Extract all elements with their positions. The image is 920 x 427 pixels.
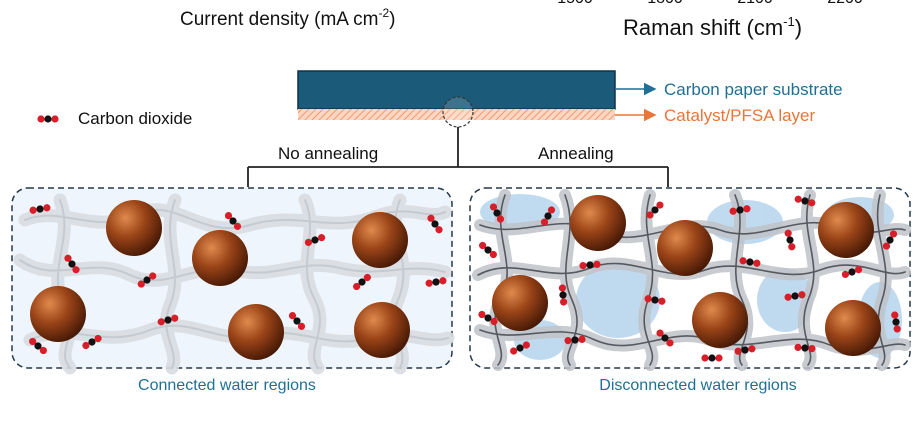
right-xlabel-sup: -1 — [783, 14, 795, 29]
branch-no-annealing: No annealing — [278, 144, 378, 163]
left-xlabel: Current density (mA cm — [180, 9, 379, 30]
right-particles — [492, 195, 881, 356]
catalyst-particle — [30, 286, 86, 342]
catalyst-particle — [692, 292, 748, 348]
catalyst-particle — [825, 300, 881, 356]
raman-tick-2: 2100 — [737, 0, 773, 7]
right-panel-caption: Disconnected water regions — [599, 377, 796, 394]
catalyst-particle — [657, 220, 713, 276]
catalyst-particle — [352, 212, 408, 268]
left-xlabel-sup: -2 — [379, 6, 390, 20]
co2-legend: Carbon dioxide — [37, 109, 192, 128]
raman-tick-1: 1800 — [647, 0, 683, 7]
right-xlabel: Raman shift (cm — [623, 15, 783, 40]
left-panel-caption: Connected water regions — [138, 377, 316, 394]
electrode-stack: Carbon paper substrate Catalyst/PFSA lay… — [297, 70, 843, 128]
branch-annealing: Annealing — [538, 144, 614, 163]
co2-molecule — [701, 354, 723, 362]
left-panel: Connected water regions — [11, 187, 455, 394]
left-xlabel-end: ) — [389, 9, 395, 30]
catalyst-particle — [818, 202, 874, 258]
right-panel: Disconnected water regions — [469, 187, 911, 394]
svg-text:Raman shift (cm-1): Raman shift (cm-1) — [623, 14, 802, 40]
right-xlabel-end: ) — [795, 15, 802, 40]
raman-tick-3: 2200 — [827, 0, 863, 7]
catalyst-particle — [492, 275, 548, 331]
branch-connector — [247, 127, 669, 187]
catalyst-particle — [192, 230, 248, 286]
substrate-label: Carbon paper substrate — [664, 80, 843, 99]
carbon-paper-substrate — [297, 70, 616, 110]
catalyst-particle — [570, 195, 626, 251]
co2-legend-label: Carbon dioxide — [78, 109, 192, 128]
top-right-axis: 1500 1800 2100 2200 Raman shift (cm-1) — [557, 0, 863, 40]
catalyst-particle — [106, 200, 162, 256]
catalyst-label: Catalyst/PFSA layer — [664, 106, 816, 125]
left-particles — [30, 200, 410, 360]
raman-tick-0: 1500 — [557, 0, 593, 7]
magnifier-circle — [442, 96, 474, 128]
catalyst-particle — [228, 304, 284, 360]
catalyst-layer — [298, 109, 615, 120]
top-left-axis-label: Current density (mA cm-2) — [180, 6, 396, 30]
svg-text:Current density (mA cm-2): Current density (mA cm-2) — [180, 6, 396, 30]
catalyst-particle — [354, 302, 410, 358]
co2-legend-icon — [37, 115, 59, 123]
